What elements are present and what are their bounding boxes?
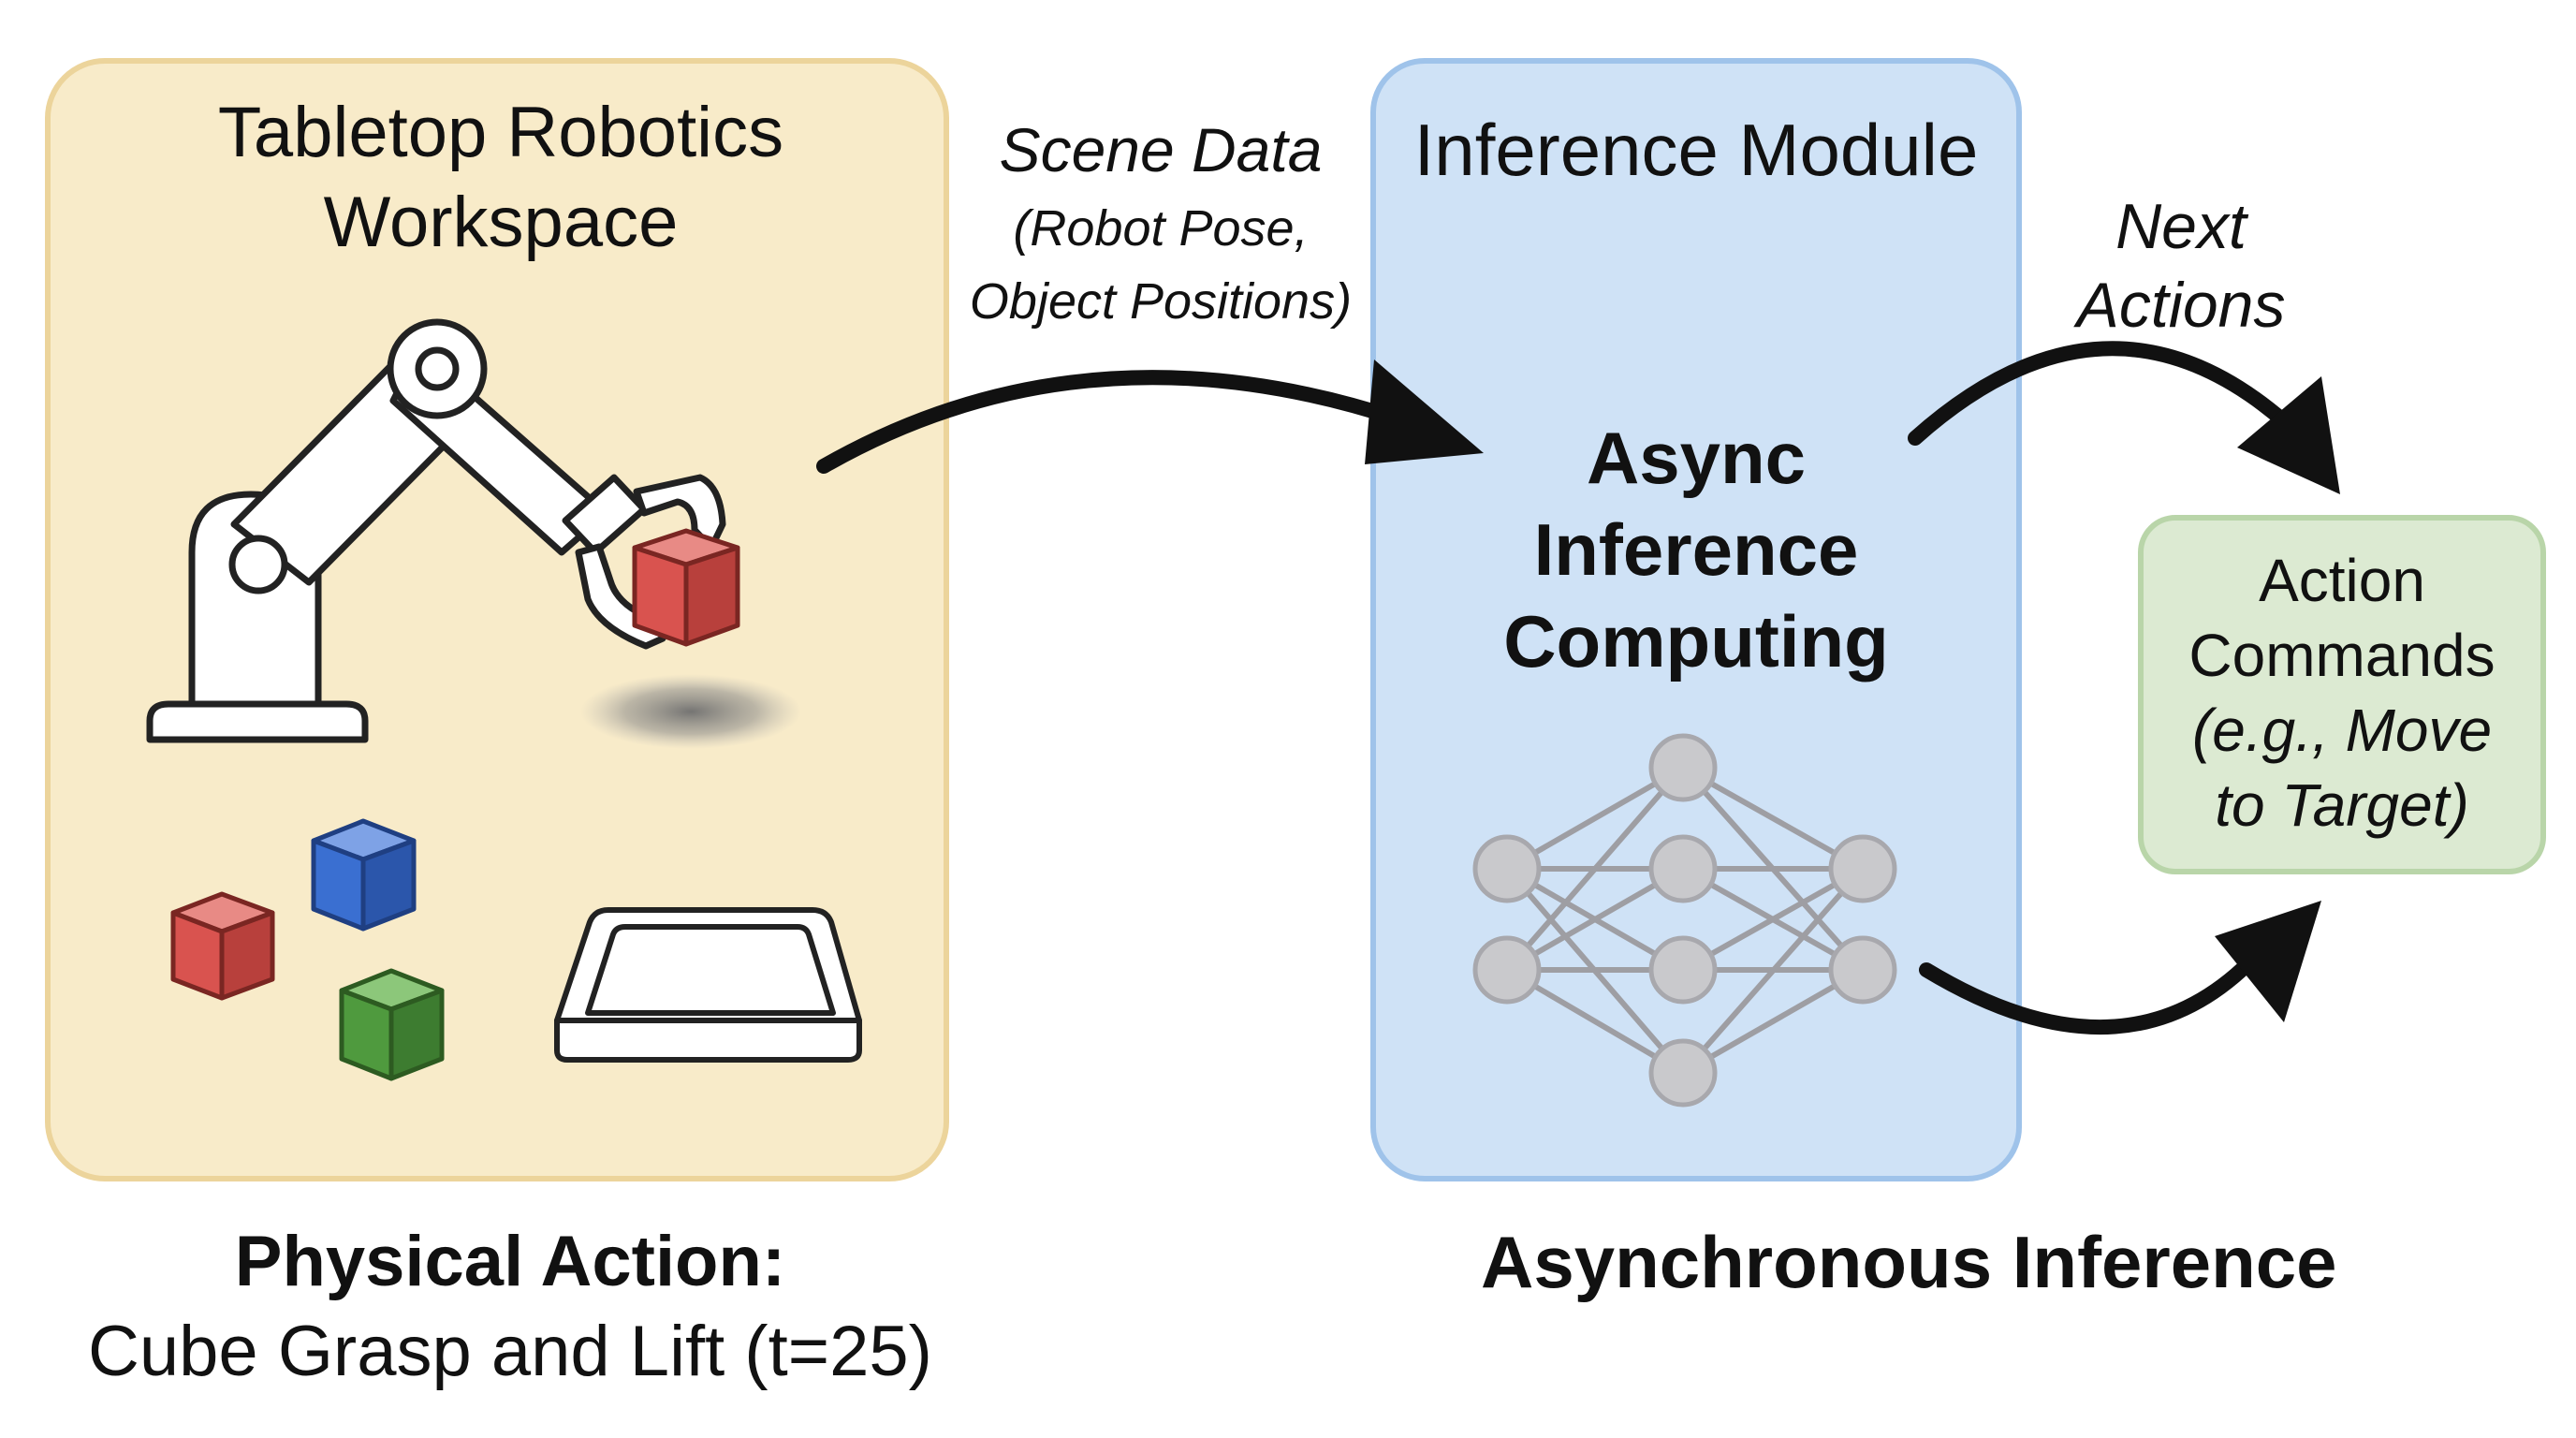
scene-data-detail-line1: (Robot Pose, <box>1013 200 1309 257</box>
tray-icon <box>554 907 862 1063</box>
workspace-title: Tabletop Robotics Workspace <box>56 88 945 268</box>
arrow-head <box>1365 360 1484 464</box>
cube-icon <box>311 818 417 932</box>
arrow-icon <box>816 370 1407 474</box>
arrow-head <box>2237 376 2340 494</box>
next-actions-label: Next Actions <box>1966 187 2396 345</box>
arrow-icon <box>1919 938 2273 1034</box>
arrow-head <box>2215 901 2321 1022</box>
async-inference-line1: Async <box>1586 417 1807 499</box>
arrow-icon <box>1908 341 2291 446</box>
action-commands-line1: Action <box>2259 547 2425 614</box>
async-inference-line3: Computing <box>1503 600 1889 682</box>
inference-module-title: Inference Module <box>1413 109 1979 191</box>
action-commands-line4: to Target) <box>2215 771 2469 839</box>
cube-shadow <box>580 674 801 749</box>
action-commands-line3: (e.g., Move <box>2191 697 2493 764</box>
scene-data-label: Scene Data <box>999 115 1323 184</box>
asynchronous-inference-caption: Asynchronous Inference <box>1481 1221 2337 1303</box>
action-commands-line2: Commands <box>2188 622 2496 689</box>
cube-icon <box>339 968 445 1081</box>
action-commands-text: Action Commands (e.g., Move to Target) <box>2138 543 2546 843</box>
action-commands-box <box>2138 515 2546 874</box>
next-actions-line2: Actions <box>2076 270 2286 341</box>
async-inference-line2: Inference <box>1533 508 1859 591</box>
cube-icon <box>632 528 740 647</box>
cube-icon <box>170 891 275 1001</box>
async-inference-label: Async Inference Computing <box>1370 412 2022 687</box>
scene-data-detail-line2: Object Positions) <box>969 273 1353 330</box>
physical-action-detail: Cube Grasp and Lift (t=25) <box>88 1312 932 1391</box>
next-actions-line1: Next <box>2115 191 2247 262</box>
physical-action-heading: Physical Action: <box>234 1222 786 1301</box>
workspace-title-line1: Tabletop Robotics <box>217 93 784 172</box>
robot-arm-icon <box>146 318 726 743</box>
scene-data-details: (Robot Pose, Object Positions) <box>927 192 1395 338</box>
neural-network-icon <box>1472 733 1897 1108</box>
physical-action-caption: Physical Action: Cube Grasp and Lift (t=… <box>19 1217 1002 1397</box>
workspace-title-line2: Workspace <box>323 183 679 262</box>
